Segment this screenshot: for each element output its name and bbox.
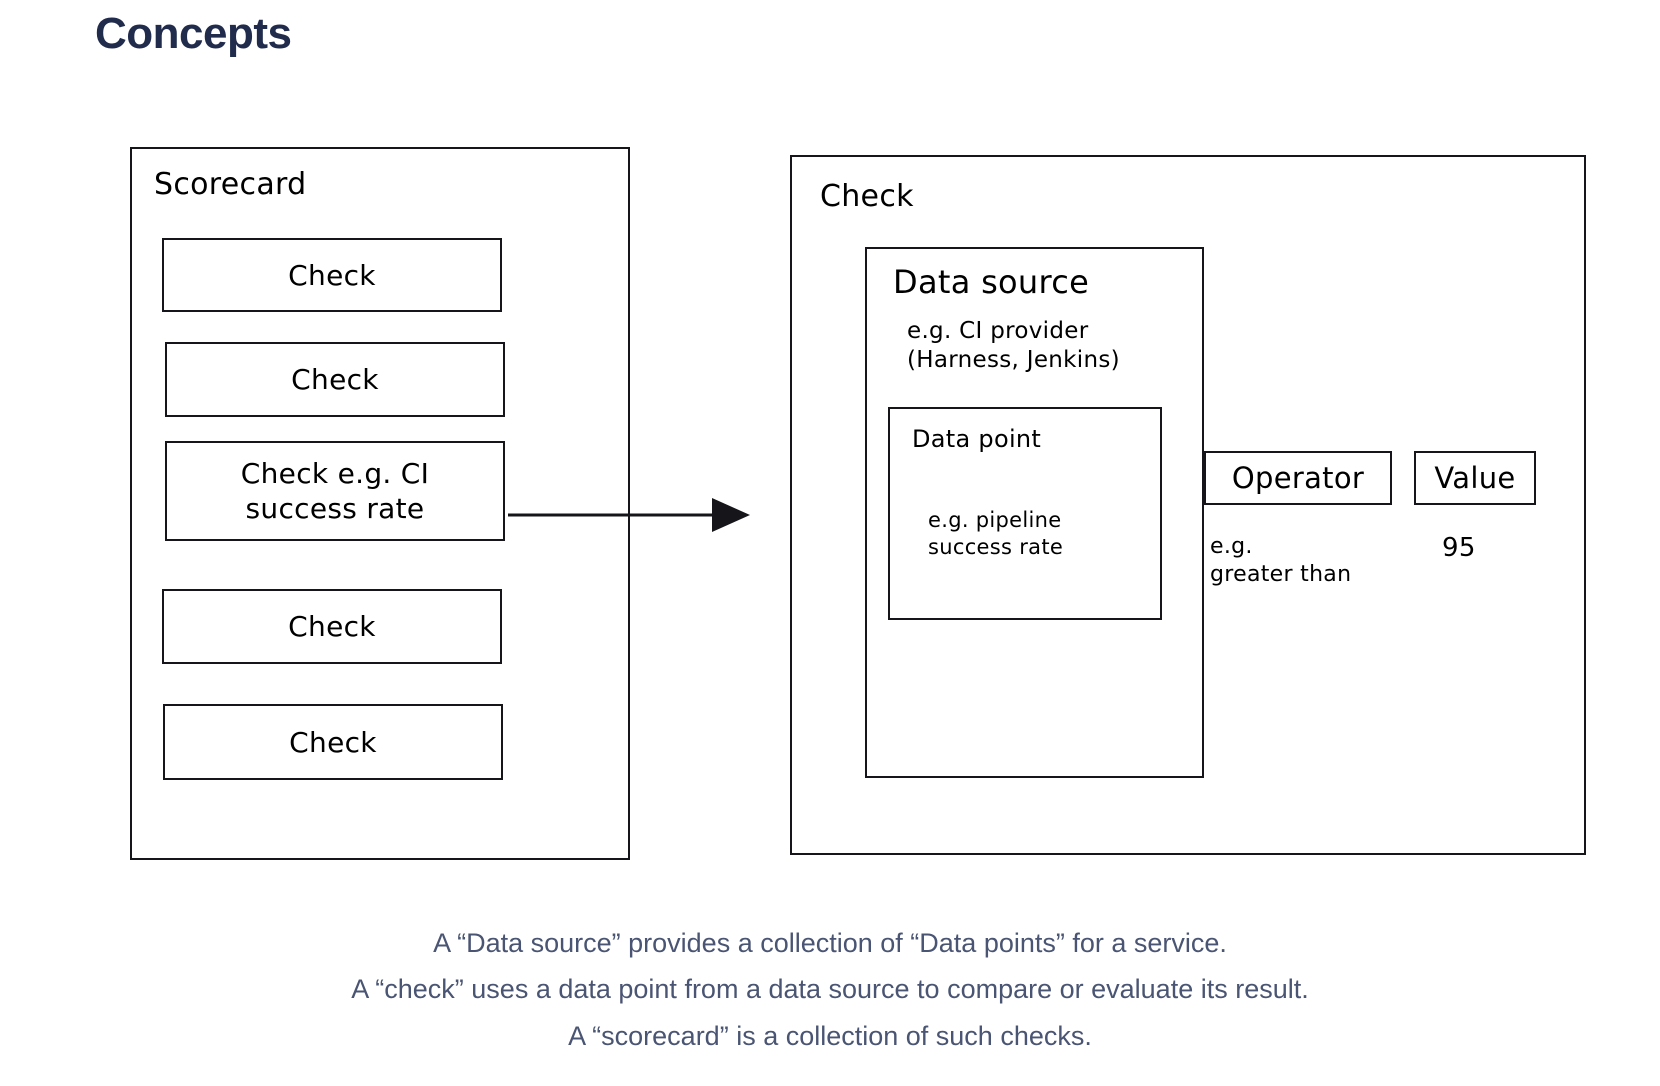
caption-line-1: A “Data source” provides a collection of… xyxy=(433,928,1227,958)
page-title: Concepts xyxy=(95,9,292,58)
data-point-container: Data point e.g. pipeline success rate xyxy=(888,407,1162,620)
scorecard-check-item-5[interactable]: Check xyxy=(163,704,503,780)
data-source-title: Data source xyxy=(893,263,1090,301)
caption-block: A “Data source” provides a collection of… xyxy=(0,920,1660,1059)
concepts-diagram: Scorecard Check Check Check e.g. CI succ… xyxy=(130,147,1586,860)
value-example: 95 xyxy=(1442,533,1476,563)
scorecard-container: Scorecard Check Check Check e.g. CI succ… xyxy=(130,147,630,860)
data-source-example: e.g. CI provider (Harness, Jenkins) xyxy=(907,318,1120,373)
value-box[interactable]: Value xyxy=(1414,451,1536,505)
data-point-example: e.g. pipeline success rate xyxy=(928,508,1064,560)
data-point-title: Data point xyxy=(912,425,1042,453)
operator-box[interactable]: Operator xyxy=(1204,451,1392,505)
caption-line-2: A “check” uses a data point from a data … xyxy=(351,974,1309,1005)
scorecard-label: Scorecard xyxy=(154,167,307,202)
scorecard-check-item-3[interactable]: Check e.g. CI success rate xyxy=(165,441,505,541)
check-detail-label: Check xyxy=(820,179,914,214)
scorecard-check-item-4[interactable]: Check xyxy=(162,589,502,664)
operator-example: e.g. greater than xyxy=(1210,534,1352,587)
flow-arrow-icon xyxy=(508,498,750,532)
scorecard-check-item-2[interactable]: Check xyxy=(165,342,505,417)
scorecard-check-item-1[interactable]: Check xyxy=(162,238,502,312)
caption-line-3: A “scorecard” is a collection of such ch… xyxy=(568,1020,1092,1051)
